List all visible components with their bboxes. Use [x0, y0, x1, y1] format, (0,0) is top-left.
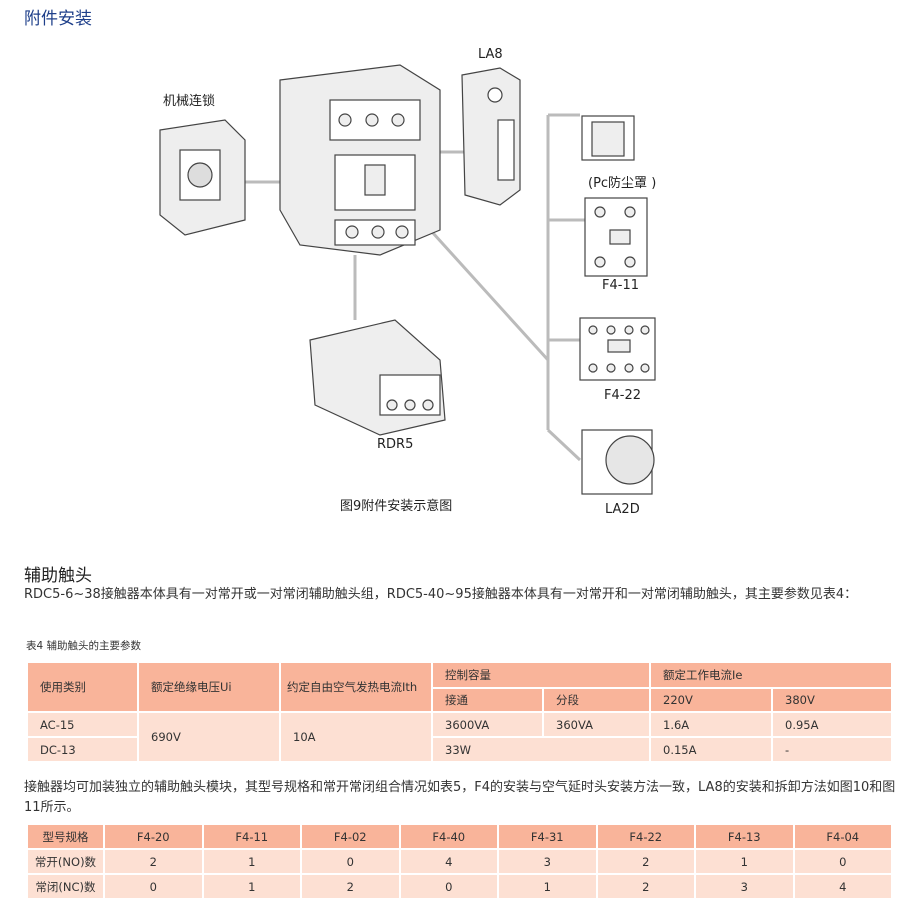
cell: 33W — [431, 736, 651, 763]
th-capacity: 控制容量 — [431, 661, 651, 689]
table-row: 常闭(NC)数 0 1 2 0 1 2 3 4 — [26, 873, 893, 900]
label-rdr5: RDR5 — [377, 437, 414, 452]
f4-module-table: 型号规格 F4-20 F4-11 F4-02 F4-40 F4-31 F4-22… — [26, 823, 893, 900]
cell: 360VA — [542, 711, 651, 738]
cell: 2 — [103, 848, 204, 875]
cell: 3 — [497, 848, 598, 875]
cell: 0.95A — [771, 711, 893, 738]
cell: 常开(NO)数 — [26, 848, 105, 875]
cell: 3 — [694, 873, 795, 900]
th: F4-20 — [103, 823, 204, 850]
label-la8: LA8 — [478, 47, 503, 62]
cell: 1 — [694, 848, 795, 875]
cell: 2 — [595, 848, 696, 875]
module-text: 接触器均可加装独立的辅助触头模块，其型号规格和常开常闭组合情况如表5，F4的安装… — [24, 780, 896, 815]
th: F4-13 — [694, 823, 795, 850]
th-ith: 约定自由空气发热电流Ith — [279, 661, 433, 713]
cell: 0 — [300, 848, 401, 875]
section-title: 附件安装 — [24, 9, 92, 29]
th-ie: 额定工作电流Ie — [649, 661, 893, 689]
cell: - — [771, 736, 893, 763]
cell: 0 — [103, 873, 204, 900]
cell: 4 — [398, 848, 499, 875]
diagram-drawing — [159, 64, 656, 495]
label-interlock: 机械连锁 — [163, 94, 216, 109]
aux-contact-heading: 辅助触头 — [24, 566, 92, 586]
th-380v: 380V — [771, 687, 893, 713]
cell: 1 — [201, 873, 302, 900]
cell: 690V — [137, 711, 281, 763]
table-row: DC-13 33W 0.15A - — [26, 736, 893, 763]
cell: 2 — [300, 873, 401, 900]
table-row: 常开(NO)数 2 1 0 4 3 2 1 0 — [26, 848, 893, 875]
th: 型号规格 — [26, 823, 105, 850]
th: F4-04 — [792, 823, 893, 850]
th-off: 分段 — [542, 687, 651, 713]
th: F4-40 — [398, 823, 499, 850]
cell: 2 — [595, 873, 696, 900]
table4-caption: 表4 辅助触头的主要参数 — [26, 640, 142, 652]
th-on: 接通 — [431, 687, 544, 713]
cell: 10A — [279, 711, 433, 763]
th-category: 使用类别 — [26, 661, 139, 713]
aux-intro-text: RDC5-6~38接触器本体具有一对常开或一对常闭辅助触头组，RDC5-40~9… — [24, 587, 858, 602]
table-header-row: 型号规格 F4-20 F4-11 F4-02 F4-40 F4-31 F4-22… — [26, 823, 893, 850]
accessory-diagram: 机械连锁 LA8 (Pc防尘罩 ) F4-11 F4-22 LA2D RDR5 … — [0, 30, 920, 520]
cell: AC-15 — [26, 711, 139, 738]
th: F4-22 — [595, 823, 696, 850]
th-220v: 220V — [649, 687, 773, 713]
cell: 0 — [398, 873, 499, 900]
cell: 4 — [792, 873, 893, 900]
cell: 3600VA — [431, 711, 544, 738]
th: F4-11 — [201, 823, 302, 850]
cell: 1.6A — [649, 711, 773, 738]
cell: 0.15A — [649, 736, 773, 763]
cell: 1 — [201, 848, 302, 875]
table-row: AC-15 690V 10A 3600VA 360VA 1.6A 0.95A — [26, 711, 893, 763]
th: F4-02 — [300, 823, 401, 850]
aux-contact-params-table: 使用类别 额定绝缘电压Ui 约定自由空气发热电流Ith 控制容量 额定工作电流I… — [26, 661, 893, 763]
cell: 0 — [792, 848, 893, 875]
cell: 常闭(NC)数 — [26, 873, 105, 900]
th: F4-31 — [497, 823, 598, 850]
label-la2d: LA2D — [605, 502, 640, 517]
figure-caption: 图9附件安装示意图 — [340, 499, 453, 514]
cell: DC-13 — [26, 736, 139, 763]
cell: 1 — [497, 873, 598, 900]
label-pc-cover: (Pc防尘罩 ) — [588, 176, 657, 191]
label-f4-22: F4-22 — [604, 388, 641, 403]
th-ui: 额定绝缘电压Ui — [137, 661, 281, 713]
label-f4-11: F4-11 — [602, 278, 639, 293]
